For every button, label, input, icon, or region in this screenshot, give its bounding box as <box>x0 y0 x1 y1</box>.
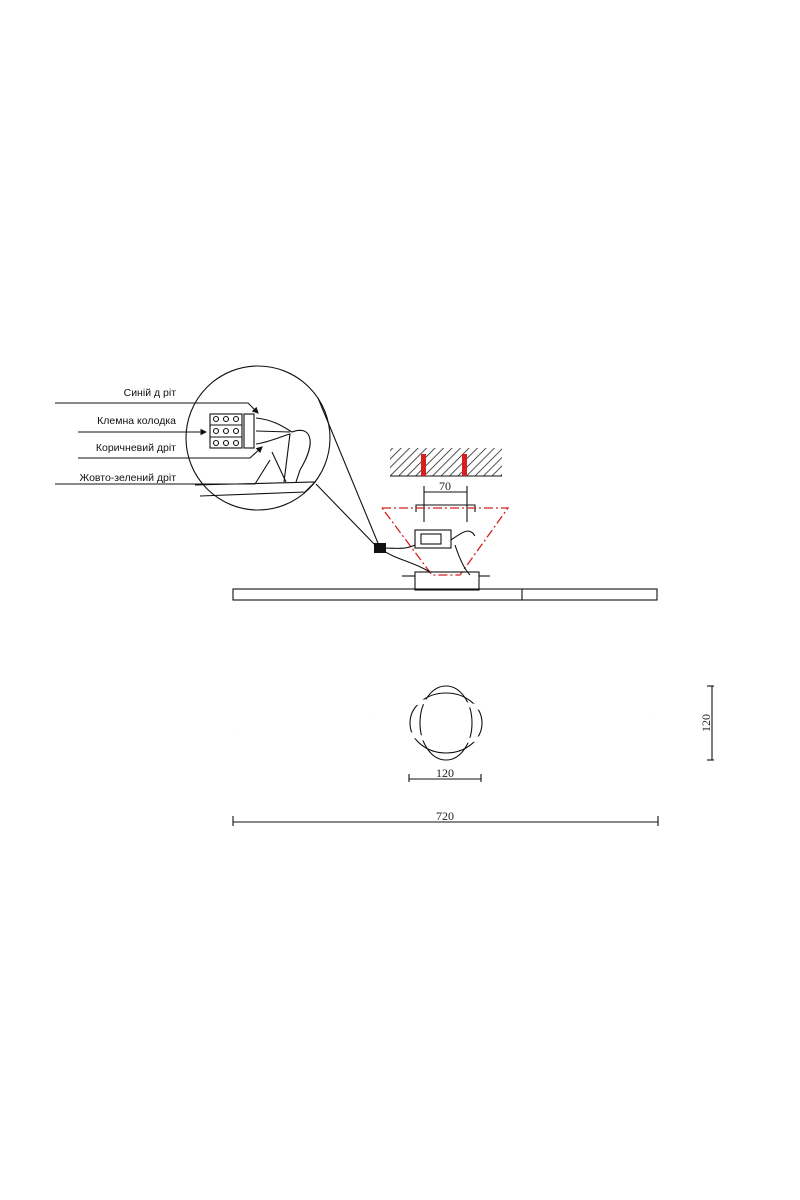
label-yellow-green-wire: Жовто-зелений дріт <box>80 472 177 484</box>
anchor-left-icon <box>421 454 426 476</box>
dim-height: 120 <box>699 714 713 732</box>
detail-circle <box>185 365 331 511</box>
connector-icon <box>374 543 386 553</box>
side-view: 70 <box>232 448 658 601</box>
label-terminal-block: Клемна колодка <box>97 415 176 427</box>
label-brown-wire: Коричневий дріт <box>96 442 176 454</box>
top-view: 120 720 120 <box>232 685 714 826</box>
canopy-inner <box>409 692 483 754</box>
wiring-detail-callout: Синій д ріт Клемна колодка Коричневий др… <box>55 365 381 549</box>
ceiling-hatch <box>390 448 502 476</box>
canopy-base <box>414 571 480 591</box>
dim-canopy-width: 120 <box>436 766 454 780</box>
dim-mount-spacing: 70 <box>439 479 451 493</box>
driver-box <box>414 529 452 549</box>
label-blue-wire: Синій д ріт <box>124 387 177 399</box>
terminal-block-icon <box>209 413 255 449</box>
anchor-right-icon <box>462 454 467 476</box>
canopy-outer <box>419 685 473 761</box>
dim-total-length: 720 <box>436 809 454 823</box>
lamp-panel <box>232 588 658 601</box>
